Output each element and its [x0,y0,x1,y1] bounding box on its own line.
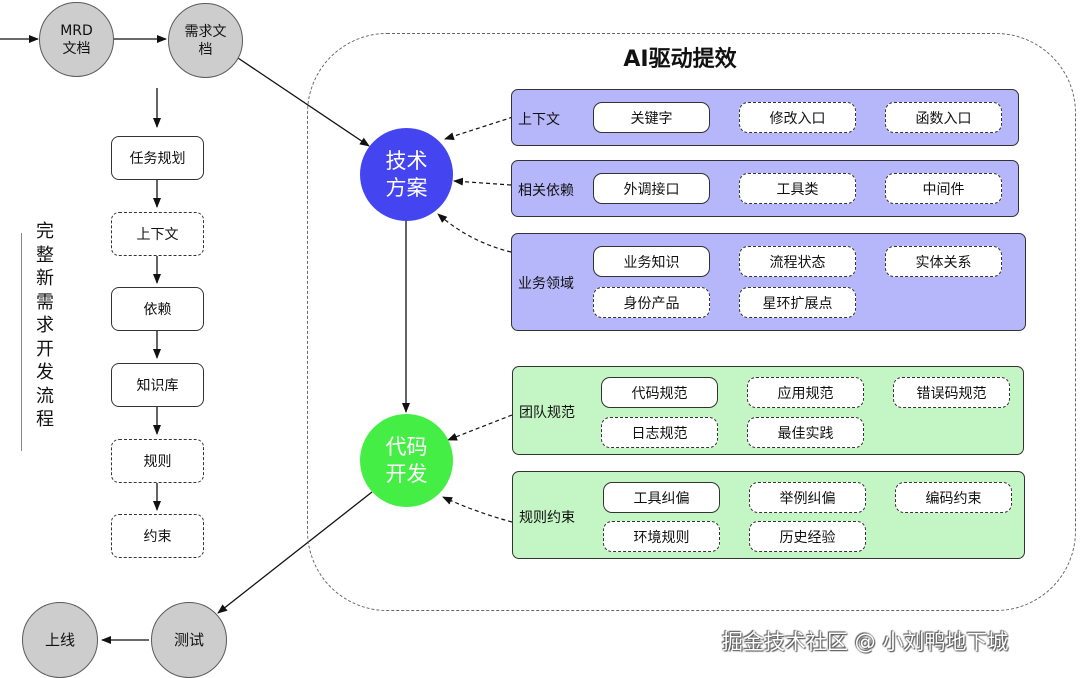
chip-label: 举例纠偏 [779,490,836,507]
chip-label: 外调接口 [623,181,680,198]
ai-region-title: AI驱动提效 [623,47,737,72]
mrd-doc-node: MRD 文档 [39,2,114,77]
dashed-arrow-context [444,116,514,141]
chip-business-knowledge: 业务知识 [593,246,710,277]
chip-code-standards: 代码规范 [601,377,718,408]
panel-business-domain: 业务领域 业务知识 流程状态 实体关系 身份产品 星环扩展点 [511,233,1026,331]
step-task-planning: 任务规划 [111,136,204,180]
chip-error-code-standards: 错误码规范 [893,377,1010,408]
step-label: 依赖 [143,302,172,318]
arrow-requirement-to-tech-plan [237,57,370,147]
panel-label: 规则约束 [519,510,575,526]
test-node: 测试 [151,602,227,678]
chip-label: 日志规范 [631,425,688,442]
chip-utility-class: 工具类 [739,173,856,204]
launch-label: 上线 [44,631,75,649]
chip-label: 身份产品 [623,295,680,312]
tech-plan-label: 技术 方案 [385,148,428,200]
chip-label: 工具纠偏 [633,490,690,507]
dashed-arrow-business-domain [437,213,512,253]
chip-tool-correction: 工具纠偏 [603,482,720,513]
dashed-arrow-team-norms [447,414,513,441]
chip-label: 环境规则 [633,529,690,546]
chip-star-ring-extension: 星环扩展点 [739,287,856,318]
requirement-doc-label: 需求文 档 [184,23,227,58]
panel-label: 相关依赖 [518,183,574,199]
chip-process-state: 流程状态 [739,246,856,277]
chip-label: 业务知识 [623,254,680,271]
chip-label: 应用规范 [777,385,834,402]
chip-label: 流程状态 [769,254,826,271]
chip-label: 中间件 [922,181,965,198]
chip-label: 函数入口 [915,110,972,127]
vertical-process-title: 完整新需求开发流程 [36,221,54,430]
chip-middleware: 中间件 [885,173,1002,204]
chip-label: 编码约束 [925,490,982,507]
chip-identity-product: 身份产品 [593,287,710,318]
code-dev-label: 代码 开发 [385,434,428,486]
panel-dependencies: 相关依赖 外调接口 工具类 中间件 [511,160,1019,217]
chip-external-api: 外调接口 [593,173,710,204]
watermark: 掘金技术社区 @ 小刘鸭地下城 [722,630,1009,654]
chip-coding-constraints: 编码约束 [895,482,1012,513]
step-label: 任务规划 [129,151,186,167]
step-rules: 规则 [111,439,204,483]
arrow-code-dev-to-test [217,491,373,614]
step-constraints: 约束 [111,514,204,558]
vertical-title-divider [21,233,22,451]
tech-plan-node: 技术 方案 [360,128,453,221]
test-label: 测试 [173,631,204,649]
step-label: 上下文 [136,227,179,243]
launch-node: 上线 [22,602,98,678]
step-dependencies: 依赖 [111,287,204,331]
step-label: 约束 [143,529,172,545]
step-knowledge-base: 知识库 [111,363,204,407]
step-label: 知识库 [136,378,179,394]
dashed-arrow-rule-constraints [442,496,513,523]
panel-rule-constraints: 规则约束 工具纠偏 举例纠偏 编码约束 环境规则 历史经验 [512,471,1025,559]
chip-log-standards: 日志规范 [601,417,718,448]
dashed-arrow-dependencies [453,177,512,186]
panel-label: 团队规范 [519,405,575,421]
requirement-doc-node: 需求文 档 [168,3,243,78]
step-label: 规则 [143,454,172,470]
chip-function-entry: 函数入口 [885,102,1002,133]
panel-team-norms: 团队规范 代码规范 应用规范 错误码规范 日志规范 最佳实践 [512,366,1024,455]
mrd-doc-label: MRD 文档 [60,22,93,57]
chip-label: 代码规范 [631,385,688,402]
chip-historical-experience: 历史经验 [749,521,866,552]
chip-label: 星环扩展点 [762,295,833,312]
step-context: 上下文 [111,212,204,256]
chip-label: 关键字 [630,110,673,127]
panel-label: 上下文 [518,112,560,128]
chip-entity-relation: 实体关系 [885,246,1002,277]
chip-label: 修改入口 [769,110,826,127]
chip-label: 错误码规范 [916,385,987,402]
chip-keyword: 关键字 [593,102,710,133]
panel-context: 上下文 关键字 修改入口 函数入口 [511,89,1019,146]
code-dev-node: 代码 开发 [360,414,453,507]
chip-environment-rules: 环境规则 [603,521,720,552]
ai-efficiency-region [307,33,1076,611]
chip-label: 最佳实践 [777,425,834,442]
chip-modify-entry: 修改入口 [739,102,856,133]
chip-app-standards: 应用规范 [747,377,864,408]
chip-example-correction: 举例纠偏 [749,482,866,513]
chip-label: 历史经验 [779,529,836,546]
chip-label: 工具类 [776,181,819,198]
chip-best-practice: 最佳实践 [747,417,864,448]
chip-label: 实体关系 [915,254,972,271]
panel-label: 业务领域 [518,276,574,292]
